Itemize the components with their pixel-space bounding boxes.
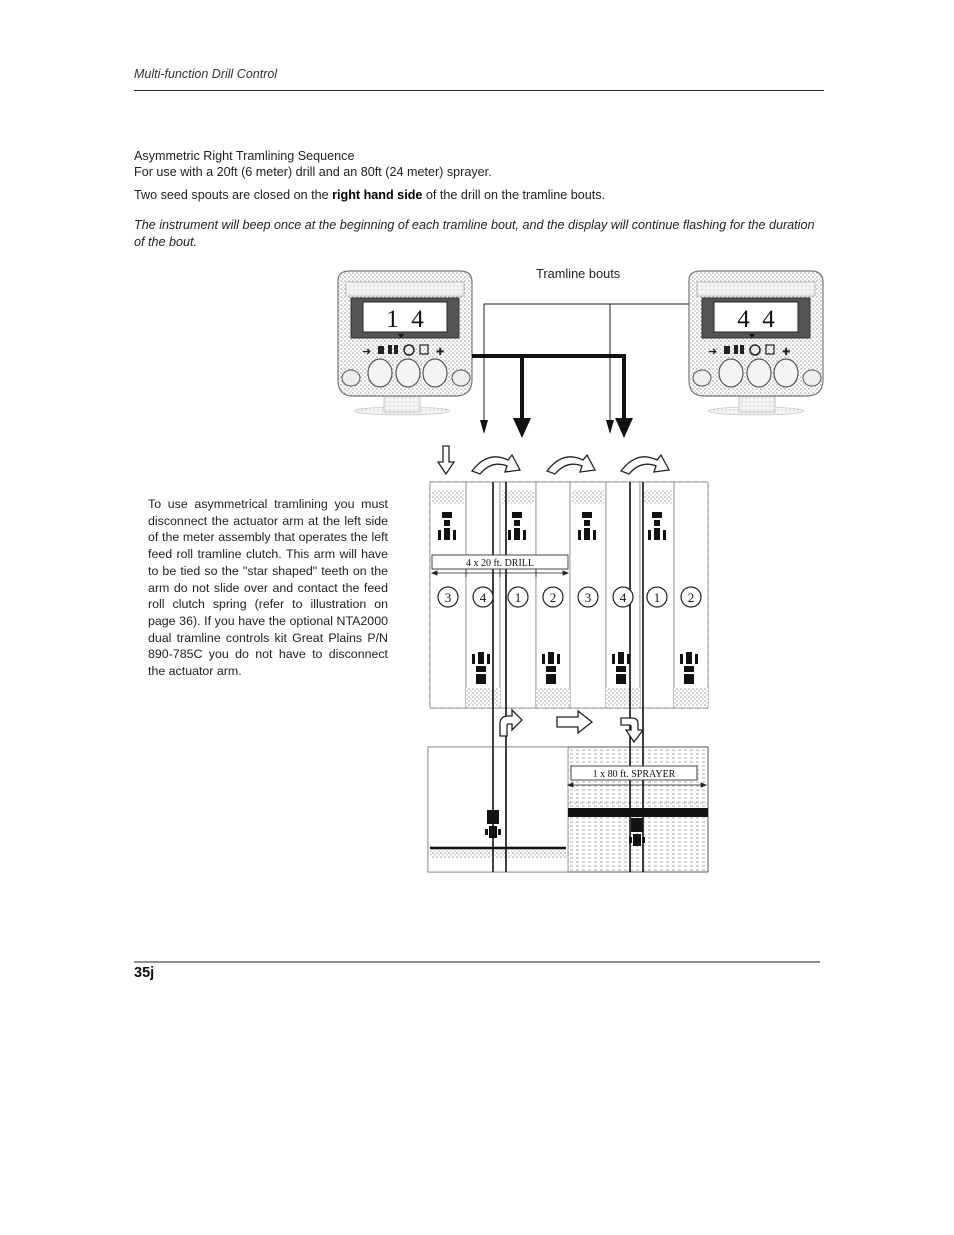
bout-circles [437,586,702,608]
turn-arrows [436,445,671,476]
spouts-text-after: of the drill on the tramline bouts. [425,188,606,202]
sequence-title: Asymmetric Right Tramlining Sequence [134,149,355,163]
tractors-top [438,512,666,540]
svg-text:➜: ➜ [362,346,371,358]
header-rule [134,90,824,91]
running-header: Multi-function Drill Control [134,67,278,81]
svg-text:✚: ✚ [436,347,444,358]
monitor-right: ➜ ✚ [688,270,824,416]
usage-line: For use with a 20ft (6 meter) drill and … [134,165,492,179]
bout-number-2: 4 [480,590,487,605]
monitor-right-buttons [692,358,822,388]
bout-number-8: 2 [688,590,695,605]
spouts-text-bold: right hand side [332,188,423,202]
bout-number-4: 2 [550,590,557,605]
page-number: 35j [134,965,155,981]
svg-text:➜: ➜ [708,346,717,358]
sprayer-label: 1 x 80 ft. SPRAYER [593,769,676,780]
monitor-right-icons: ➜ ✚ [708,344,790,358]
bout-number-6: 4 [620,590,627,605]
transition-arrows [499,708,645,744]
monitor-right-display: 4 4 [737,306,775,333]
sprayer-dimension-arrow [566,782,708,788]
monitor-left: ➜ ✚ [337,270,473,416]
bout-number-3: 1 [515,590,522,605]
bout-number-7: 1 [654,590,661,605]
side-note: To use asymmetrical tramlining you must … [148,497,388,679]
beep-note: The instrument will beep once at the beg… [134,218,815,249]
monitor-left-display: 1 4 [386,306,424,333]
drill-label: 4 x 20 ft. DRILL [466,558,534,569]
sprayer-tractors [485,810,645,846]
tramline-bouts-label: Tramline bouts [536,266,621,281]
tractors-bottom [472,652,698,684]
spouts-text-before: Two seed spouts are closed on the [134,188,329,202]
monitor-left-buttons [341,358,471,388]
drill-dimension-arrows [430,569,570,577]
tramline-arrows [472,303,689,438]
monitor-left-icons: ➜ ✚ [362,344,444,358]
bout-number-5: 3 [585,590,592,605]
svg-text:✚: ✚ [782,347,790,358]
bout-number-1: 3 [445,590,452,605]
spouts-line: Two seed spouts are closed on the right … [134,187,605,203]
